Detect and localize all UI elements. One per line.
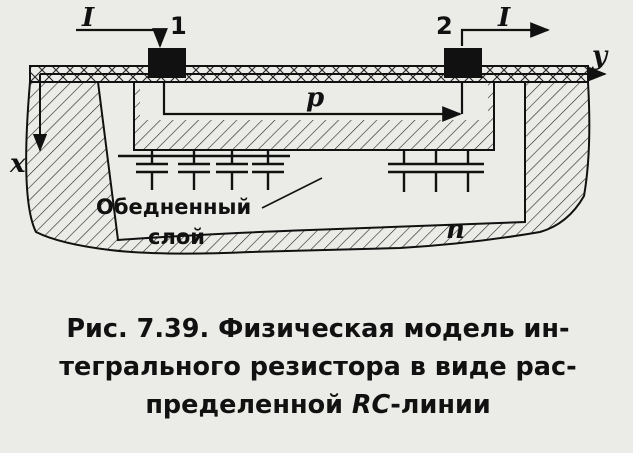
caption-text-3b: -линии bbox=[390, 390, 491, 420]
figure-caption: Рис. 7.39. Физическая модель ин- теграль… bbox=[18, 310, 618, 424]
caption-text-3-rc: RC bbox=[351, 390, 391, 420]
p-region-label: p bbox=[306, 83, 324, 113]
current-label-left: I bbox=[81, 3, 95, 33]
contact-1-label: 1 bbox=[170, 12, 187, 40]
caption-text-1: Физическая модель ин- bbox=[218, 314, 570, 344]
rc-line-resistor-figure: I 1 2 I y x p n Обедненный слой bbox=[9, 3, 609, 255]
caption-text-3a: пределенной bbox=[145, 390, 352, 420]
contact-2-label: 2 bbox=[436, 12, 453, 40]
n-region-label: n bbox=[446, 215, 465, 245]
depletion-label-line1: Обедненный bbox=[96, 195, 251, 219]
caption-prefix: Рис. 7.39. bbox=[66, 314, 210, 344]
current-in-arrow bbox=[76, 28, 168, 48]
capacitors-left bbox=[118, 150, 290, 190]
caption-line-2: тегрального резистора в виде рас- bbox=[59, 352, 577, 382]
caption-line-1: Рис. 7.39. Физическая модель ин- bbox=[18, 310, 618, 348]
axis-y-label: y bbox=[591, 41, 609, 71]
caption-line-3: пределенной RC-линии bbox=[18, 386, 618, 424]
capacitors-right bbox=[388, 150, 484, 192]
current-path-arrow bbox=[162, 82, 462, 122]
axis-x-label: x bbox=[9, 149, 26, 179]
current-out-arrow bbox=[460, 22, 550, 46]
depletion-leader-line bbox=[261, 177, 323, 209]
depletion-label-line2: слой bbox=[148, 225, 205, 249]
current-label-right: I bbox=[497, 3, 511, 33]
p-region-channel bbox=[140, 82, 488, 120]
